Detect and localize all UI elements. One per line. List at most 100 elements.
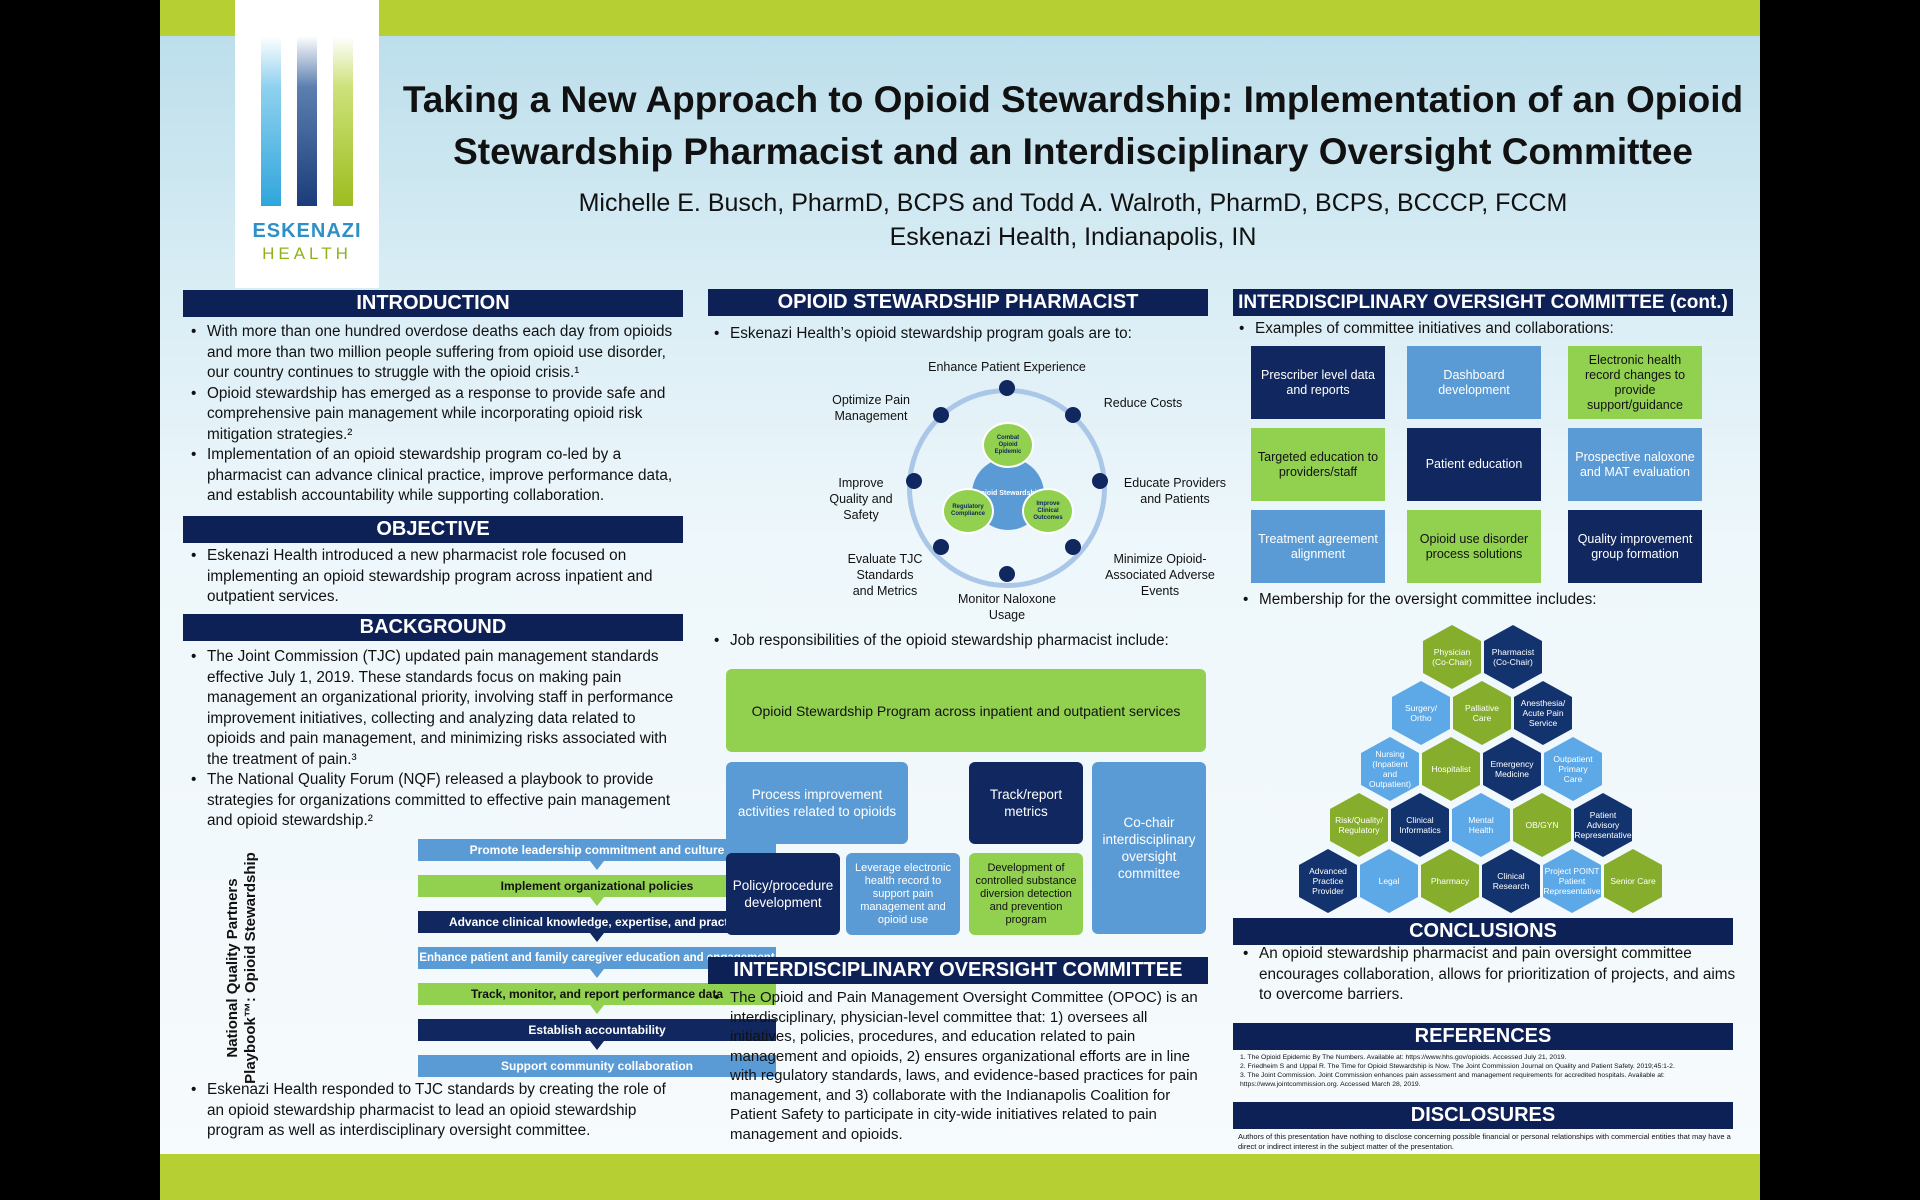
goal-dot [1092,473,1108,489]
playbook-arrow [590,933,604,942]
introduction-bullet: Implementation of an opioid stewardship … [185,445,685,507]
member-hex: Clinical Research [1482,849,1540,913]
playbook-step: Establish accountability [418,1019,776,1041]
introduction-bullet: Opioid stewardship has emerged as a resp… [185,384,685,446]
goal-label: Evaluate TJC Standards and Metrics [847,552,923,598]
title-line-1: Taking a New Approach to Opioid Stewards… [402,79,1744,120]
goal-dot [1065,539,1081,555]
goal-label: Reduce Costs [1103,396,1183,410]
inner-bubble: Improve Clinical Outcomes [1022,488,1074,534]
program-box: Opioid Stewardship Program across inpati… [726,669,1206,752]
affiliation: Eskenazi Health, Indianapolis, IN [889,223,1257,251]
background-bullet: The National Quality Forum (NQF) release… [185,770,685,832]
member-hex: Physician (Co-Chair) [1423,625,1481,689]
introduction-text: With more than one hundred overdose deat… [185,322,685,507]
pharmacist-intro-bullet: Eskenazi Health’s opioid stewardship pro… [708,324,1208,345]
poster: ESKENAZI HEALTH Taking a New Approach to… [160,0,1760,1200]
top-bar [160,0,1760,36]
poster-title: Taking a New Approach to Opioid Stewards… [388,74,1758,178]
inner-bubble: Regulatory Compliance [942,488,994,534]
member-hex: Anesthesia/ Acute Pain Service [1514,681,1572,745]
playbook-arrow [590,861,604,870]
logo-stripe-light-blue [261,36,281,206]
committee-intro: Examples of committee initiatives and co… [1233,319,1733,340]
goal-dot [933,407,949,423]
playbook-step: Implement organizational policies [418,875,776,897]
process-improvement-box: Process improvement activities related t… [726,762,908,844]
conclusions-heading: CONCLUSIONS [1233,918,1733,945]
goal-label: Optimize Pain Management [832,393,910,423]
reference-item: 3. The Joint Commission. Joint Commissio… [1240,1072,1665,1088]
diversion-box: Development of controlled substance dive… [969,853,1083,935]
logo-subname: HEALTH [262,244,352,263]
playbook-arrow [590,1041,604,1050]
initiative-box: Treatment agreement alignment [1251,510,1385,583]
goal-dot [906,473,922,489]
references-list: 1. The Opioid Epidemic By The Numbers. A… [1240,1053,1730,1089]
playbook-step: Enhance patient and family caregiver edu… [418,947,776,969]
objective-bullet: Eskenazi Health introduced a new pharmac… [185,546,685,608]
playbook-label-line-1: National Quality Partners [224,878,241,1058]
initiative-box: Prospective naloxone and MAT evaluation [1568,428,1702,501]
member-hex: Surgery/ Ortho [1392,681,1450,745]
objective-heading: OBJECTIVE [183,516,683,543]
authors-block: Michelle E. Busch, PharmD, BCPS and Todd… [388,186,1758,254]
job-intro: Job responsibilities of the opioid stewa… [708,631,1208,652]
cochair-box: Co-chair interdisciplinary oversight com… [1092,762,1206,934]
member-hex: Mental Health [1452,793,1510,857]
pharmacist-heading: OPIOID STEWARDSHIP PHARMACIST [708,289,1208,316]
member-hex: Legal [1360,849,1418,913]
background-text: The Joint Commission (TJC) updated pain … [185,647,685,832]
bottom-bar [160,1154,1760,1200]
goal-dot [1065,407,1081,423]
membership-intro-bullet: Membership for the oversight committee i… [1237,590,1737,611]
opoc-bullet: The Opioid and Pain Management Oversight… [708,988,1208,1144]
member-hex: Nursing (Inpatient and Outpatient) [1361,737,1419,801]
logo-stripe-navy [297,36,317,206]
track-metrics-box: Track/report metrics [969,762,1083,844]
eskenazi-logo: ESKENAZI HEALTH [235,0,379,288]
disclosures-text: Authors of this presentation have nothin… [1238,1132,1731,1151]
background-bullet: The Joint Commission (TJC) updated pain … [185,647,685,770]
playbook-label-line-2: Playbook™: Opioid Stewardship [242,852,259,1084]
goal-dot [999,566,1015,582]
playbook-step: Advance clinical knowledge, expertise, a… [418,911,776,933]
reference-item: 2. Friedheim S and Uppal R. The Time for… [1240,1063,1675,1070]
member-hex: Advanced Practice Provider [1299,849,1357,913]
initiative-box: Opioid use disorder process solutions [1407,510,1541,583]
playbook-step: Support community collaboration [418,1055,776,1077]
authors: Michelle E. Busch, PharmD, BCPS and Todd… [578,189,1568,217]
goal-label: Minimize Opioid-Associated Adverse Event… [1105,552,1215,598]
objective-text: Eskenazi Health introduced a new pharmac… [185,546,685,608]
title-line-2: Stewardship Pharmacist and an Interdisci… [453,131,1693,172]
playbook-step: Track, monitor, and report performance d… [418,983,776,1005]
member-hex: OB/GYN [1513,793,1571,857]
background-closing-bullet: Eskenazi Health responded to TJC standar… [185,1080,685,1142]
playbook-label: National Quality Partners Playbook™: Opi… [214,848,270,1084]
goal-label: Enhance Patient Experience [928,360,1086,374]
member-hex: Hospitalist [1422,737,1480,801]
playbook-arrow [590,1005,604,1014]
goal-dot [999,380,1015,396]
member-hex: Project POINT Patient Representative [1543,849,1601,913]
job-intro-bullet: Job responsibilities of the opioid stewa… [708,631,1208,652]
introduction-bullet: With more than one hundred overdose deat… [185,322,685,384]
member-hex: Senior Care [1604,849,1662,913]
goal-dot [933,539,949,555]
logo-stripe-green [333,36,353,206]
goal-label: Improve Quality and Safety [829,476,893,522]
member-hex: Pharmacy [1421,849,1479,913]
initiative-box: Electronic health record changes to prov… [1568,346,1702,419]
inner-bubble: Combat Opioid Epidemic [982,422,1034,468]
playbook-arrow [590,897,604,906]
pharmacist-intro: Eskenazi Health’s opioid stewardship pro… [708,324,1208,345]
committee-heading: INTERDISCIPLINARY OVERSIGHT COMMITTEE (c… [1233,289,1733,316]
member-hex: Clinical Informatics [1391,793,1449,857]
initiative-box: Targeted education to providers/staff [1251,428,1385,501]
initiative-box: Prescriber level data and reports [1251,346,1385,419]
opoc-text: The Opioid and Pain Management Oversight… [708,988,1208,1144]
background-heading: BACKGROUND [183,614,683,641]
logo-name: ESKENAZI [252,220,362,242]
introduction-heading: INTRODUCTION [183,290,683,317]
member-hex: Emergency Medicine [1483,737,1541,801]
